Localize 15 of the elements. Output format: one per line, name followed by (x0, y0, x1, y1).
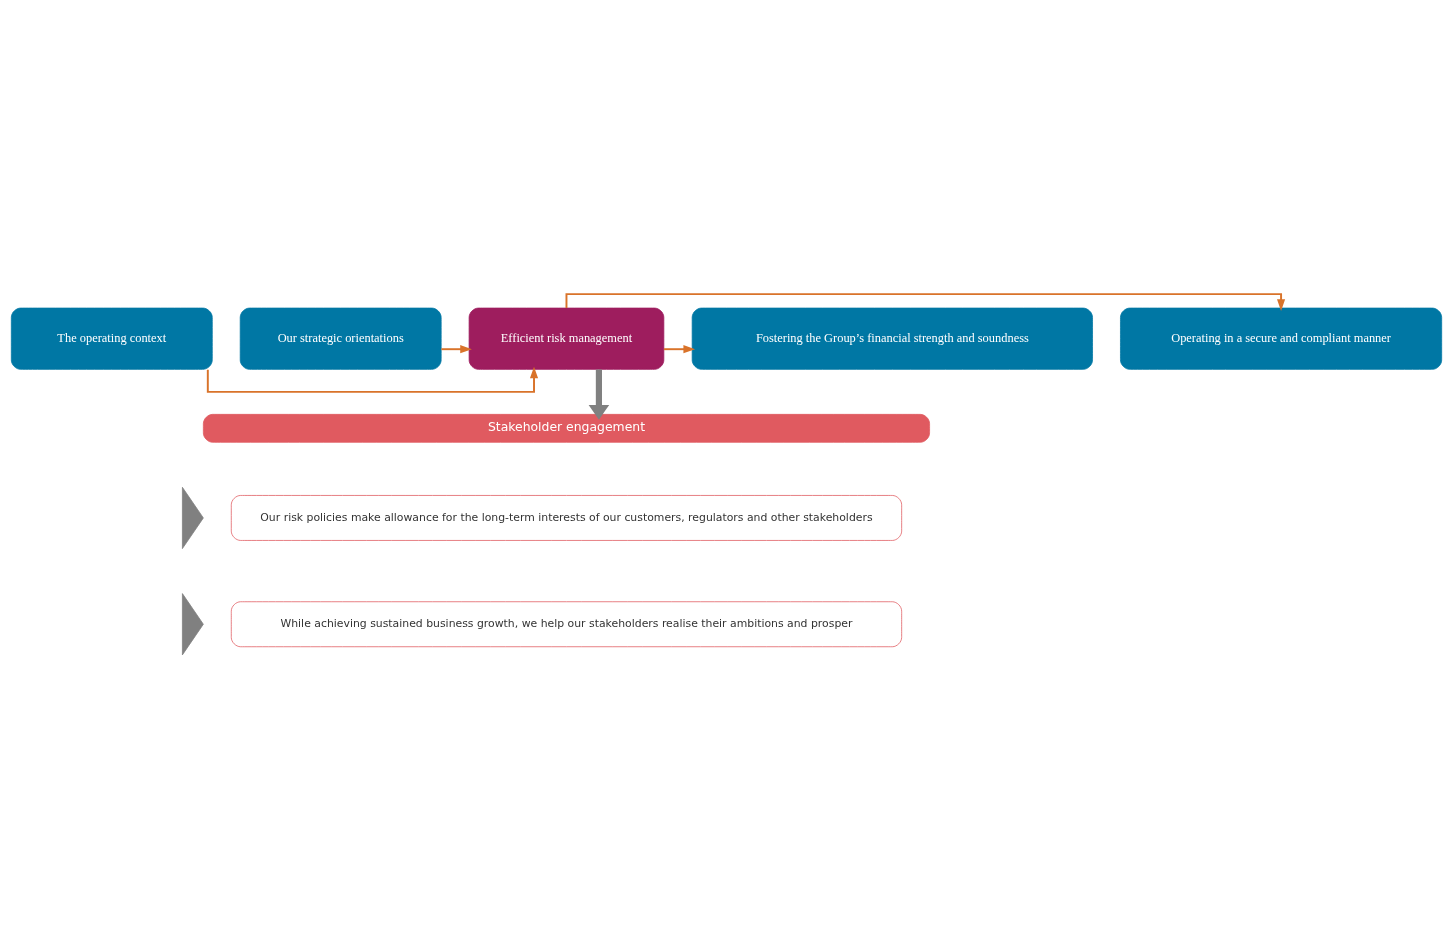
arrow (440, 345, 472, 354)
node-box: Stakeholder engagement (202, 414, 930, 443)
arrow (565, 293, 1286, 311)
node-box: Our risk policies make allowance for the long-term interests of our customers, regulators and other stakeholders (230, 495, 903, 541)
arrow (663, 345, 696, 354)
node-box: The operating context (10, 307, 213, 370)
arrow (206, 366, 539, 393)
arrow (588, 369, 610, 420)
node-box: Efficient risk management (468, 307, 665, 370)
node-box: Operating in a secure and compliant manner (1120, 307, 1443, 370)
node-triangle (182, 593, 204, 656)
node-box: Fostering the Group’s financial strength and soundness (691, 307, 1093, 370)
node-box: Our strategic orientations (239, 307, 442, 370)
node-triangle (182, 486, 204, 549)
node-box: While achieving sustained business growth, we help our stakeholders realise their ambitions and prosper (230, 601, 903, 648)
